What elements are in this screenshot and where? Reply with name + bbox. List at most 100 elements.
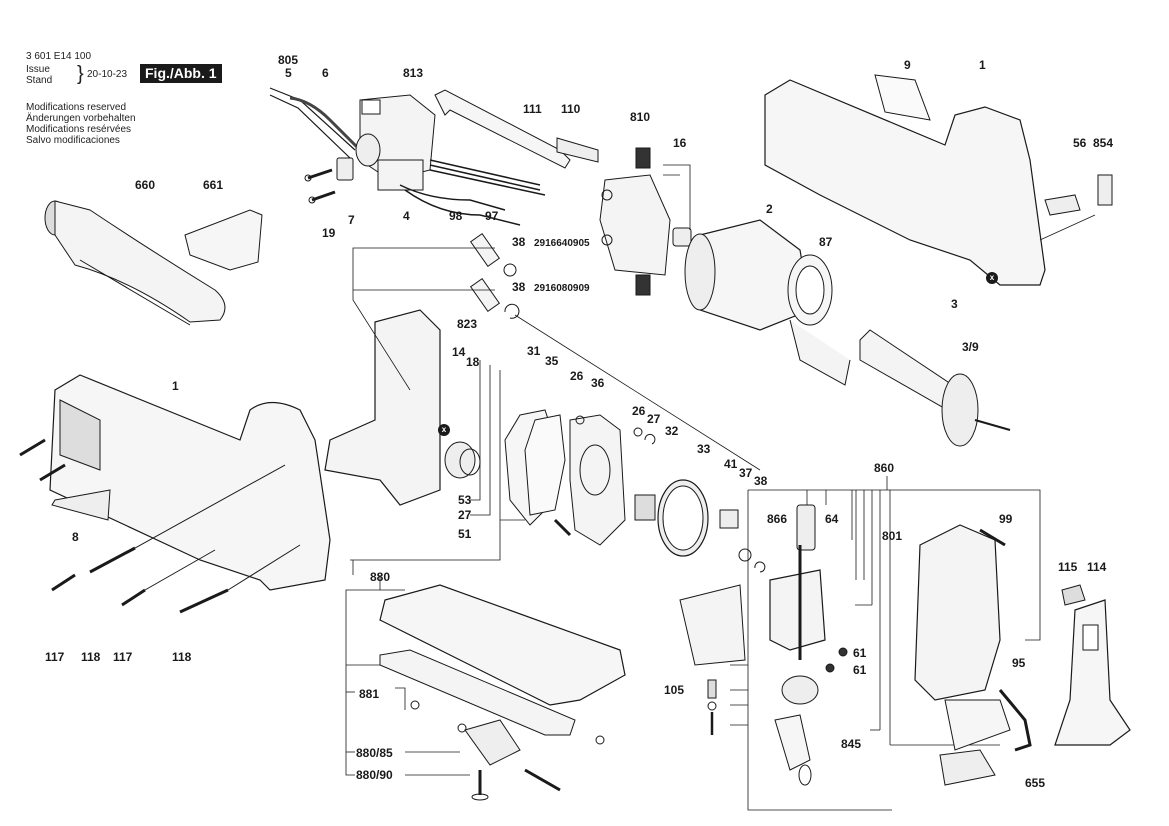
callout-3-9: 3/9 (962, 340, 979, 354)
callout-5: 5 (285, 66, 292, 80)
callout-26-b: 26 (632, 404, 646, 418)
note-es: Salvo modificaciones (26, 135, 120, 146)
callout-35: 35 (545, 354, 559, 368)
housing-screws (19, 438, 301, 614)
callout-27-a: 27 (458, 508, 472, 522)
armature-3 (859, 329, 1011, 447)
housing-left-half (49, 374, 331, 591)
base-plate (379, 584, 626, 801)
note-de: Änderungen vorbehalten (26, 113, 136, 124)
callout-3: 3 (951, 297, 958, 311)
note-en: Modifications reserved (26, 102, 127, 113)
part-number-38-a: 2916640905 (534, 238, 590, 249)
callout-660: 660 (135, 178, 156, 192)
callout-4: 4 (403, 209, 410, 223)
callout-41: 41 (724, 457, 738, 471)
callout-38-b: 38 (512, 280, 526, 294)
callout-117-a: 117 (45, 650, 65, 664)
gear-33 (634, 479, 766, 573)
stand-label: Stand (26, 75, 53, 86)
cable-guide-111 (434, 89, 571, 169)
issue-date: 20-10-23 (87, 69, 128, 80)
callout-7: 7 (348, 213, 355, 227)
part-number: 3 601 E14 100 (26, 51, 92, 62)
callout-64: 64 (825, 512, 839, 526)
callout-37: 37 (739, 466, 753, 480)
callout-38-a: 38 (512, 235, 526, 249)
callout-87: 87 (819, 235, 833, 249)
callout-845: 845 (841, 737, 862, 751)
brace: } (77, 63, 84, 85)
callout-823: 823 (457, 317, 478, 331)
callout-801: 801 (882, 529, 903, 543)
switch-assembly (355, 94, 546, 226)
leader-lines (350, 247, 761, 561)
callout-61-b: 61 (853, 663, 867, 677)
callout-19: 19 (322, 226, 336, 240)
figure-badge: Fig./Abb. 1 (140, 64, 222, 83)
callout-111: 111 (523, 102, 542, 116)
issue-label: Issue (26, 64, 50, 75)
brush-holder (599, 147, 692, 296)
callout-115: 115 (1058, 560, 1078, 574)
callout-98: 98 (449, 209, 463, 223)
callout-860: 860 (874, 461, 895, 475)
gear-plates (504, 409, 656, 546)
gear-housing (324, 233, 520, 506)
callout-27-b: 27 (647, 412, 661, 426)
callout-97: 97 (485, 209, 499, 223)
callout-38-c: 38 (754, 474, 768, 488)
callout-118-b: 118 (172, 650, 192, 664)
dust-nozzle-660 (44, 200, 226, 326)
callout-56: 56 (1073, 136, 1087, 150)
callout-117-b: 117 (113, 650, 133, 664)
callout-1-left: 1 (172, 379, 179, 393)
callout-655: 655 (1025, 776, 1046, 790)
housing-right-half (764, 74, 1113, 286)
marker-x-gear-housing: x (438, 424, 450, 436)
callout-118-a: 118 (81, 650, 101, 664)
callout-881: 881 (359, 687, 380, 701)
callout-110: 110 (561, 102, 581, 116)
callout-95: 95 (1012, 656, 1026, 670)
guard-114 (1054, 584, 1131, 746)
callout-53: 53 (458, 493, 472, 507)
callout-880-90: 880/90 (356, 768, 393, 782)
note-fr: Modifications resérvées (26, 124, 132, 135)
callout-9: 9 (904, 58, 911, 72)
callout-813: 813 (403, 66, 424, 80)
callout-114: 114 (1087, 560, 1107, 574)
callout-51: 51 (458, 527, 472, 541)
callout-99: 99 (999, 512, 1013, 526)
callout-810: 810 (630, 110, 651, 124)
callout-805: 805 (278, 53, 299, 67)
callout-32: 32 (665, 424, 679, 438)
power-cable (269, 87, 362, 159)
plunger-brackets (730, 476, 1041, 811)
callout-105: 105 (664, 683, 685, 697)
callout-866: 866 (767, 512, 788, 526)
part-number-38-b: 2916080909 (534, 283, 590, 294)
screws-19 (304, 157, 354, 204)
callout-16: 16 (673, 136, 687, 150)
callout-1-top: 1 (979, 58, 986, 72)
stator-2 (684, 219, 811, 331)
callout-2: 2 (766, 202, 773, 216)
lower-housing (914, 524, 1032, 786)
callout-61-a: 61 (853, 646, 867, 660)
callout-14: 14 (452, 345, 466, 359)
dust-cover-661 (184, 209, 263, 271)
callout-6: 6 (322, 66, 329, 80)
callout-880: 880 (370, 570, 391, 584)
marker-x-housing: x (986, 272, 998, 284)
callout-33: 33 (697, 442, 711, 456)
callout-854: 854 (1093, 136, 1114, 150)
fan-guide-87 (787, 254, 851, 386)
callout-18: 18 (466, 355, 480, 369)
callout-661: 661 (203, 178, 224, 192)
callout-880-85: 880/85 (356, 746, 393, 760)
label-plate-110 (556, 137, 599, 163)
base-brackets (345, 560, 470, 776)
plunger-assembly (679, 504, 848, 786)
